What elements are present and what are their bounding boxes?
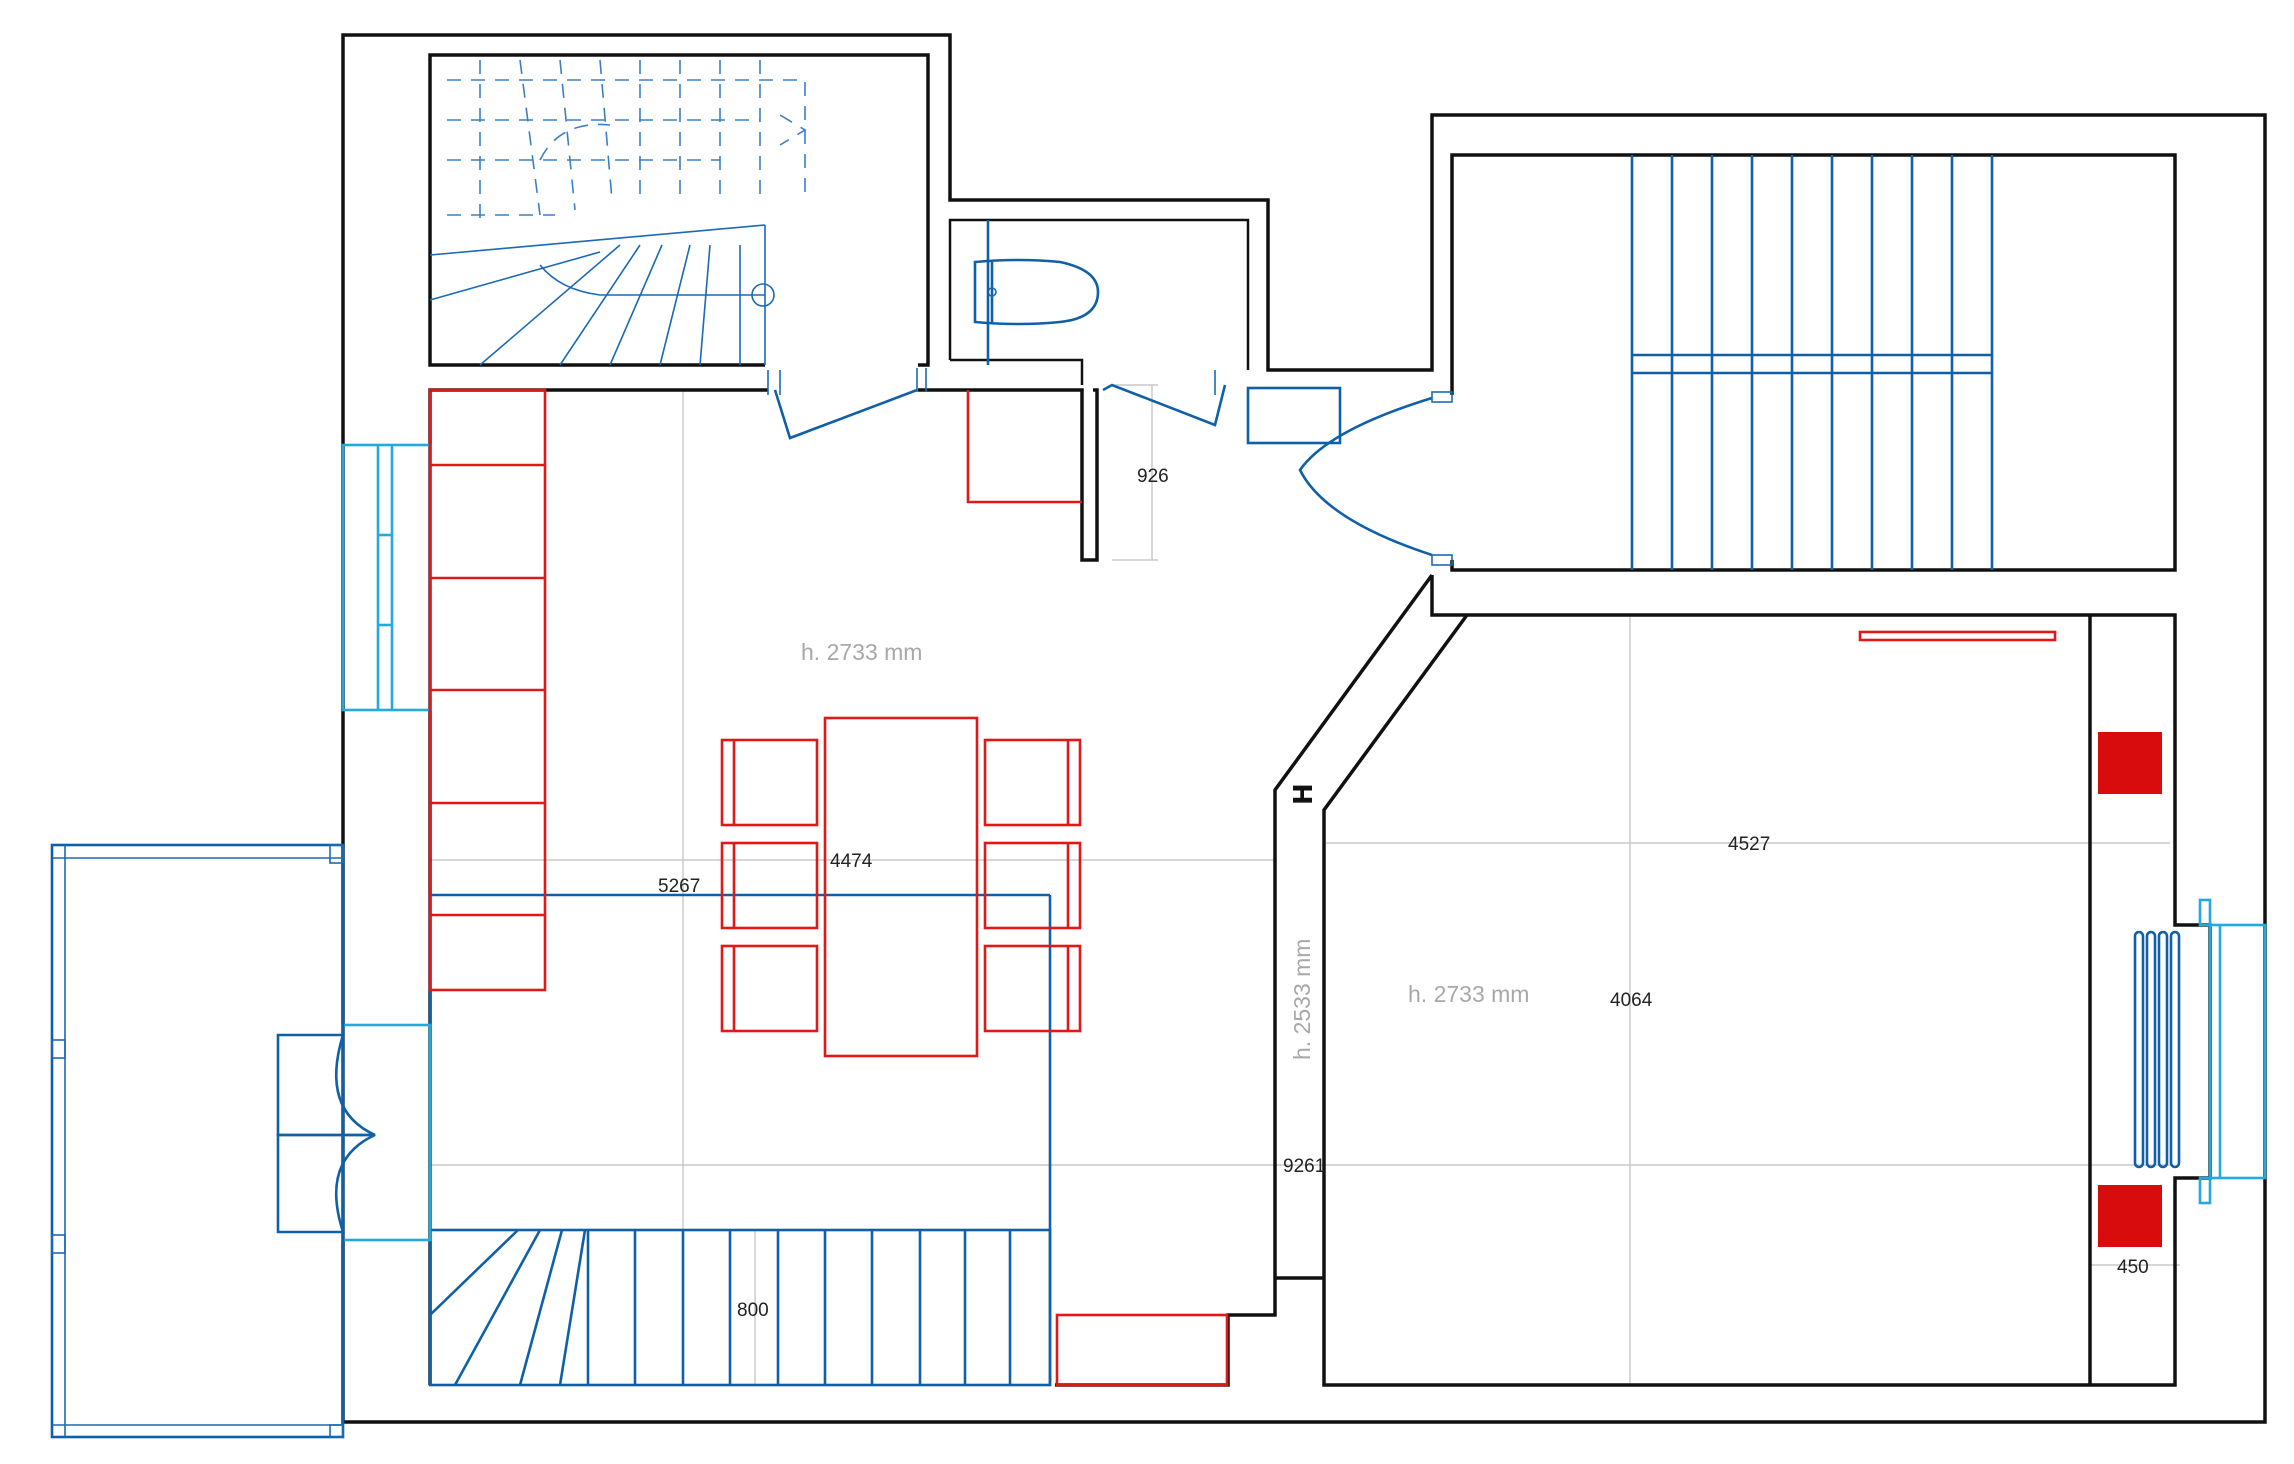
doors — [767, 368, 1453, 566]
corridor-height: h. 2533 mm — [1289, 939, 1315, 1060]
balcony-door — [276, 1033, 376, 1234]
dim-4064: 4064 — [1610, 990, 1653, 1011]
radiator — [2133, 930, 2181, 1169]
dim-4527: 4527 — [1728, 834, 1770, 855]
h-marker: H — [1289, 783, 1319, 805]
bedroom-height: h. 2733 mm — [1408, 981, 1529, 1007]
upper-spiral-stair — [429, 59, 807, 366]
right-stair — [1630, 155, 1994, 570]
furniture — [428, 388, 2162, 1387]
dimension-labels: 926 5267 4474 4527 4064 9261 800 450 — [658, 466, 2149, 1321]
dim-926: 926 — [1137, 466, 1169, 487]
exterior-walls — [341, 33, 2267, 1424]
dimension-lines — [430, 384, 2180, 1385]
balcony[interactable] — [50, 843, 345, 1439]
dim-4474: 4474 — [830, 851, 873, 872]
height-labels: h. 2733 mm h. 2733 mm h. 2533 mm H — [801, 639, 1529, 1060]
living-room-height: h. 2733 mm — [801, 639, 922, 665]
interior-walls — [428, 53, 2212, 1387]
dim-800: 800 — [737, 1300, 769, 1321]
dim-9261: 9261 — [1283, 1156, 1325, 1177]
dim-5267: 5267 — [658, 876, 700, 897]
dim-450: 450 — [2117, 1257, 2149, 1278]
toilet — [973, 220, 1100, 365]
